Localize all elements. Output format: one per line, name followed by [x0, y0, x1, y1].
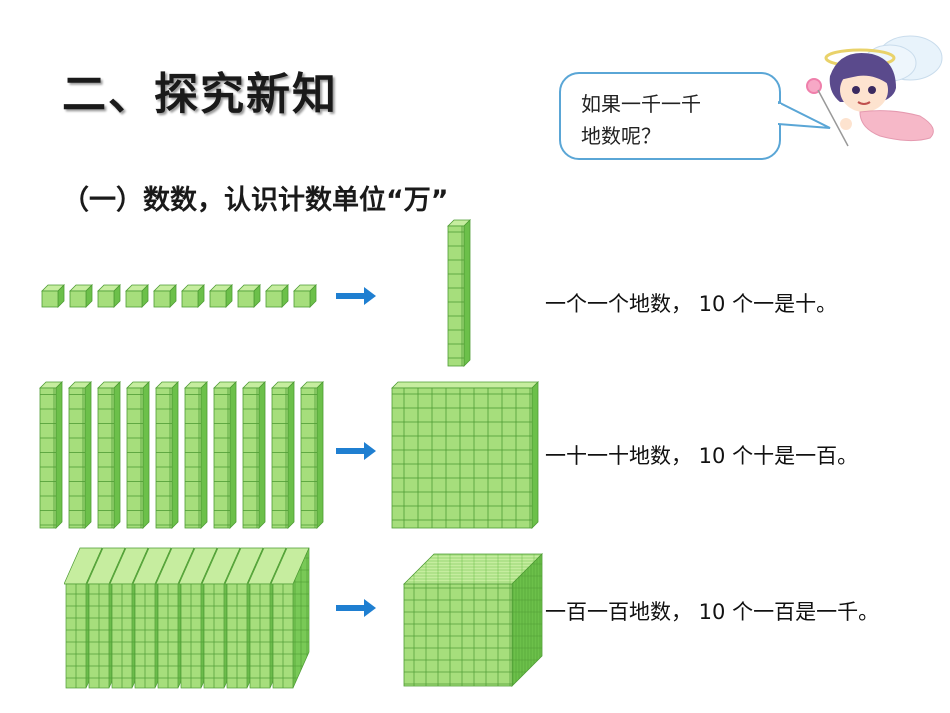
ten-rod — [271, 381, 295, 529]
row-3-text: 一百一百地数， 10 个一百是一千。 — [545, 600, 880, 624]
ten-rod — [213, 381, 237, 529]
ten-rod — [155, 381, 179, 529]
bubble-tail — [778, 100, 831, 129]
unit-cube — [69, 284, 93, 308]
ten-rod — [184, 381, 208, 529]
speech-bubble: 如果一千一千 地数呢？ — [559, 72, 781, 160]
ten-rod — [39, 381, 63, 529]
unit-cube — [293, 284, 317, 308]
unit-cube — [265, 284, 289, 308]
ten-rod — [242, 381, 266, 529]
ten-rods-group — [39, 381, 324, 529]
row-2-text: 一十一十地数， 10 个十是一百。 — [545, 444, 859, 468]
angel-character — [806, 35, 943, 147]
bubble-text: 如果一千一千 地数呢？ — [581, 88, 771, 152]
unit-cube — [209, 284, 233, 308]
unit-cube — [237, 284, 261, 308]
ten-rod — [447, 219, 471, 367]
page-title: 二、探究新知 — [62, 69, 338, 120]
unit-cube — [125, 284, 149, 308]
unit-cube — [41, 284, 65, 308]
section-subtitle: （一）数数，认识计数单位“万” — [62, 185, 449, 216]
ten-rod — [68, 381, 92, 529]
arrow-right-icon — [336, 287, 376, 305]
hundred-flat — [391, 381, 539, 529]
bubble-line-1: 如果一千一千 — [581, 92, 701, 116]
ten-rod — [97, 381, 121, 529]
unit-cube — [97, 284, 121, 308]
unit-cube — [181, 284, 205, 308]
arrow-right-icon — [336, 599, 376, 617]
row-1-text: 一个一个地数， 10 个一是十。 — [545, 292, 838, 316]
ten-rod — [300, 381, 324, 529]
hundred-flats-group — [64, 547, 310, 689]
arrow-right-icon — [336, 442, 376, 460]
unit-cube — [153, 284, 177, 308]
thousand-cube — [403, 553, 543, 687]
ten-rod — [126, 381, 150, 529]
unit-cubes-group — [41, 284, 317, 308]
bubble-line-2: 地数呢？ — [581, 124, 661, 148]
